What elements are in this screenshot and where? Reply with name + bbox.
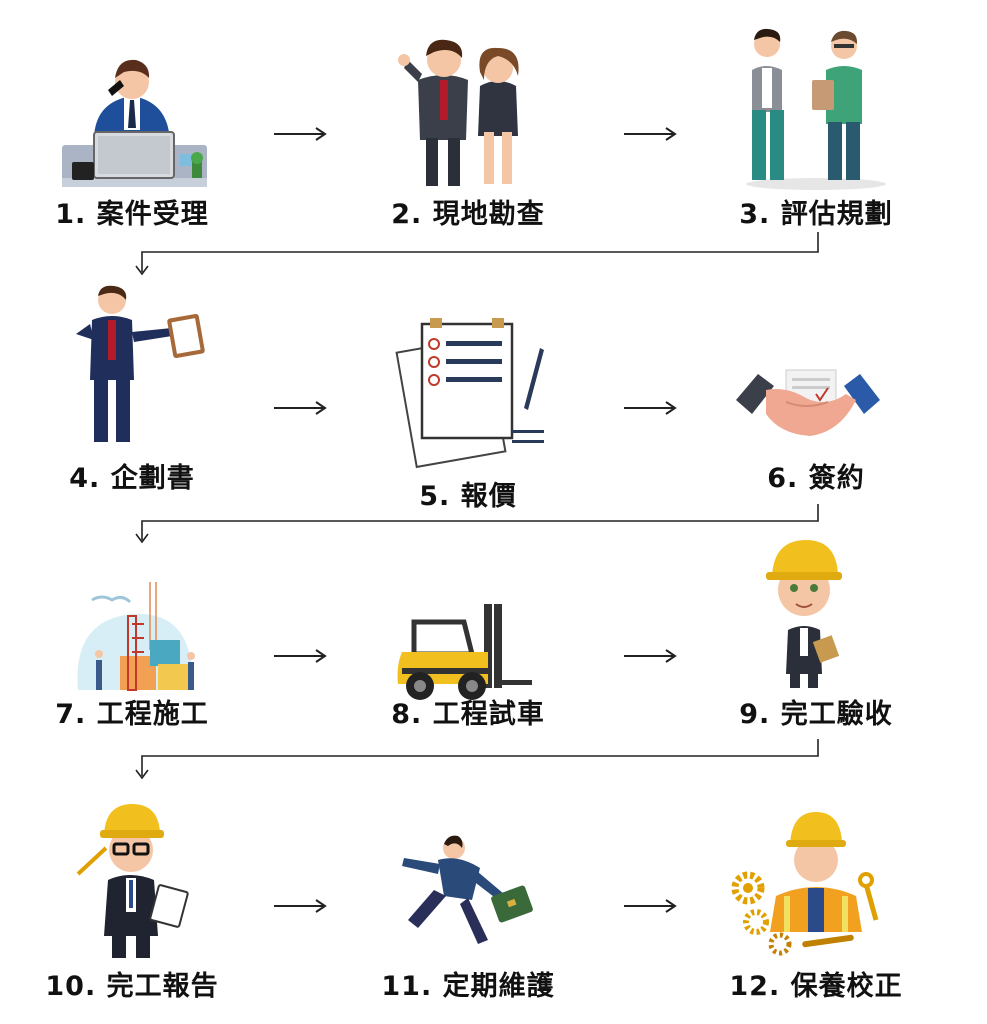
step-label: 2. 現地勘查 (391, 199, 545, 230)
arrow-right (272, 124, 328, 144)
handshake-contract-icon (716, 290, 916, 470)
forklift-icon (368, 588, 568, 768)
step-label: 6. 簽約 (767, 463, 865, 494)
business-people-icon (368, 20, 568, 200)
step-label: 4. 企劃書 (69, 463, 195, 494)
phone-operator-icon (32, 20, 232, 200)
arrow-right (272, 896, 328, 916)
arrow-right (622, 646, 678, 666)
step-label: 12. 保養校正 (729, 971, 903, 1002)
step-label: 11. 定期維護 (381, 971, 555, 1002)
planners-clipboard-icon (716, 20, 916, 200)
connector-row1-row2 (141, 232, 819, 272)
engineer-report-icon (32, 800, 232, 980)
inspector-hardhat-icon (716, 526, 916, 706)
step-label: 7. 工程施工 (55, 699, 209, 730)
arrow-right (622, 124, 678, 144)
worker-gears-icon (716, 792, 916, 972)
running-businessman-icon (368, 820, 568, 1000)
puzzle-construction-icon (32, 560, 232, 740)
arrow-right (622, 398, 678, 418)
step-label: 8. 工程試車 (391, 699, 545, 730)
step-label: 1. 案件受理 (55, 199, 209, 230)
arrow-right (272, 646, 328, 666)
step-label: 9. 完工驗收 (739, 699, 893, 730)
arrow-right (622, 896, 678, 916)
step-label: 5. 報價 (419, 481, 517, 512)
checklist-document-icon (368, 310, 568, 490)
arrow-right (272, 398, 328, 418)
step-label: 10. 完工報告 (45, 971, 219, 1002)
step-label: 3. 評估規劃 (739, 199, 893, 230)
man-with-clipboard-icon (32, 280, 232, 460)
